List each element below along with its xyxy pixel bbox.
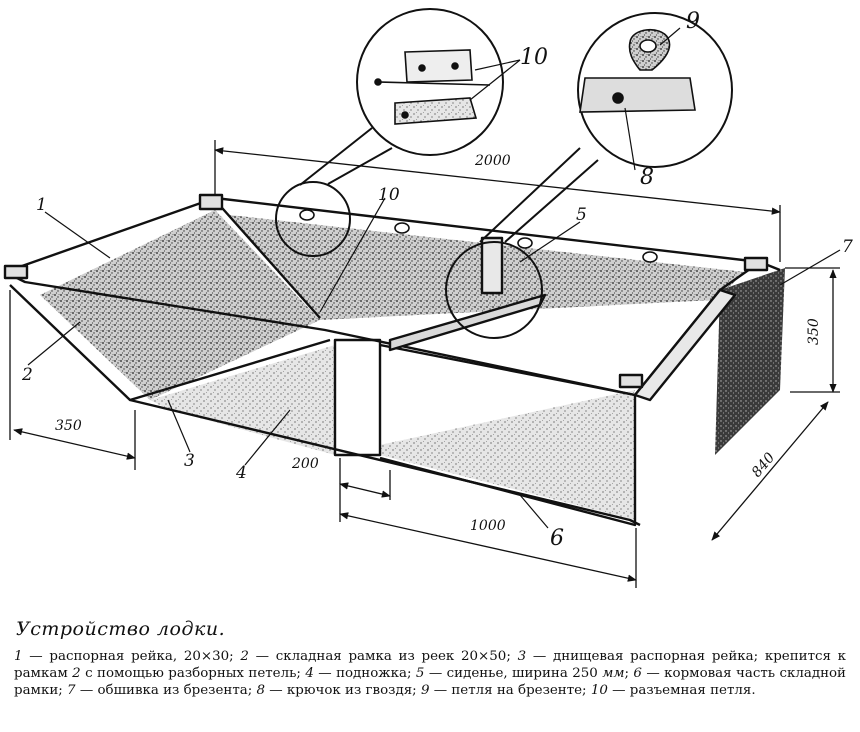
stern-side-frame: [379, 343, 637, 527]
label-9: 9: [686, 9, 700, 34]
hinge-plate-bottom: [394, 97, 478, 125]
legend-text: — днищевая распорная рейка; крепится к р…: [14, 649, 847, 681]
legend-number: 10: [590, 683, 608, 698]
legend-text: — сиденье, ширина 250: [424, 666, 603, 681]
top-rail-left: [4, 196, 781, 274]
legend-text: — разъемная петля.: [607, 683, 756, 698]
dim-height: 350: [806, 318, 822, 345]
caption-title: Устройство лодки.: [16, 618, 226, 640]
legend: 1 — распорная рейка, 20×30; 2 — складная…: [14, 648, 846, 699]
legend-number: 2: [240, 649, 249, 664]
spreader-bar: [214, 199, 321, 319]
hinge: [517, 237, 533, 249]
dim-line-bow: [13, 428, 136, 460]
hinge: [299, 209, 315, 221]
legend-text: с помощью разборных петель;: [80, 666, 306, 681]
floor-skin-front: [150, 345, 335, 455]
leader-lines: [27, 27, 841, 529]
boat-diagram: 2000 350 840 350 200 1000 1 2 3 4 5 6 7 …: [3, 8, 853, 588]
legend-number: 5: [415, 666, 425, 681]
legend-text: — петля на брезенте;: [429, 683, 591, 698]
hook-detail: [579, 29, 696, 113]
hinges: [299, 209, 658, 263]
detail-circle-small-2: [445, 241, 543, 339]
legend-number: 3: [517, 649, 527, 664]
dim-line-width: [711, 401, 829, 541]
legend-text: — подножка;: [313, 666, 416, 681]
part-labels: 1 2 3 4 5 6 7 8 9 10 10: [21, 9, 853, 551]
legend-unit: мм: [602, 666, 625, 681]
corner-block-bow: [198, 193, 224, 211]
callout-line: [299, 127, 373, 186]
legend-number: 1: [14, 649, 23, 664]
corner-block-stern: [743, 256, 769, 272]
dim-length: 2000: [474, 153, 511, 169]
legend-number: 2: [72, 666, 81, 681]
legend-number: 4: [305, 666, 314, 681]
corner-block-front: [3, 264, 29, 280]
label-10-detail: 10: [520, 45, 548, 70]
stern-door-frame: [333, 338, 382, 457]
legend-text: — распорная рейка, 20×30;: [22, 649, 241, 664]
hinge: [394, 222, 410, 234]
legend-number: 9: [420, 683, 430, 698]
dim-line-step: [339, 482, 391, 498]
rail-section: [579, 77, 696, 113]
label-5: 5: [576, 205, 587, 225]
label-2: 2: [21, 365, 33, 385]
dim-line-length: [214, 147, 781, 215]
legend-text: — кормовая часть складной рамки;: [14, 666, 846, 698]
dim-stern: 1000: [470, 518, 506, 534]
hinge-plate-top: [404, 49, 473, 83]
seat-post: [480, 236, 504, 295]
stern-transom: [633, 288, 737, 402]
hinge: [642, 251, 658, 263]
label-4: 4: [235, 463, 247, 483]
floor-skin-rear: [380, 390, 635, 520]
label-7: 7: [842, 237, 853, 257]
legend-text: ;: [624, 666, 634, 681]
dim-bow: 350: [55, 418, 82, 434]
callout-line: [504, 159, 599, 243]
legend-number: 8: [256, 683, 266, 698]
dim-step: 200: [291, 456, 319, 472]
legend-text: — обшивка из брезента;: [75, 683, 257, 698]
dimension-lines: [9, 140, 840, 588]
label-8: 8: [640, 165, 654, 190]
canvas-skin: [40, 210, 785, 520]
dim-line-stern: [339, 512, 637, 582]
corner-block-rear: [618, 373, 644, 389]
label-6: 6: [550, 526, 564, 551]
bottom-spreader: [129, 338, 331, 402]
legend-text: — складная рамка из реек 20×50;: [248, 649, 518, 664]
label-1: 1: [36, 195, 47, 215]
label-3: 3: [184, 451, 195, 471]
nail-hook: [612, 92, 624, 104]
label-10: 10: [378, 185, 400, 205]
hinge-detail: [374, 49, 491, 125]
bow-skin: [40, 210, 320, 400]
legend-text: — крючок из гвоздя;: [265, 683, 421, 698]
dim-width: 840: [749, 450, 778, 481]
legend-number: 7: [67, 683, 76, 698]
legend-number: 6: [633, 666, 642, 681]
top-rail-right: [4, 261, 761, 397]
caption: Устройство лодки. 1 — распорная рейка, 2…: [14, 618, 846, 699]
